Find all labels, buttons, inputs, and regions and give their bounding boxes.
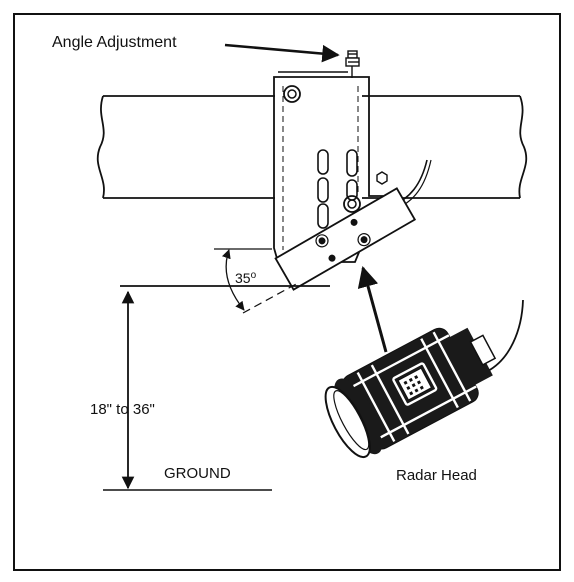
- angle-value-label: 35o: [235, 270, 257, 286]
- height-range-label: 18" to 36": [90, 401, 155, 418]
- angle-unit: o: [250, 270, 257, 281]
- height-dimension: [120, 285, 330, 490]
- angle-reference: [214, 248, 299, 314]
- tilted-mount-bar: [274, 187, 417, 291]
- angle-adjustment-arrow: [224, 43, 340, 63]
- mounting-beam: [96, 95, 528, 199]
- ground-label: GROUND: [164, 465, 231, 482]
- radar-head: [324, 299, 524, 459]
- angle-value: 35: [235, 270, 251, 286]
- radar-head-label: Radar Head: [396, 467, 477, 484]
- radar-head-arrow: [357, 265, 388, 353]
- angle-adjustment-screw: [345, 50, 360, 78]
- diagram-border: [13, 13, 561, 571]
- angle-adjustment-label: Angle Adjustment: [52, 34, 177, 51]
